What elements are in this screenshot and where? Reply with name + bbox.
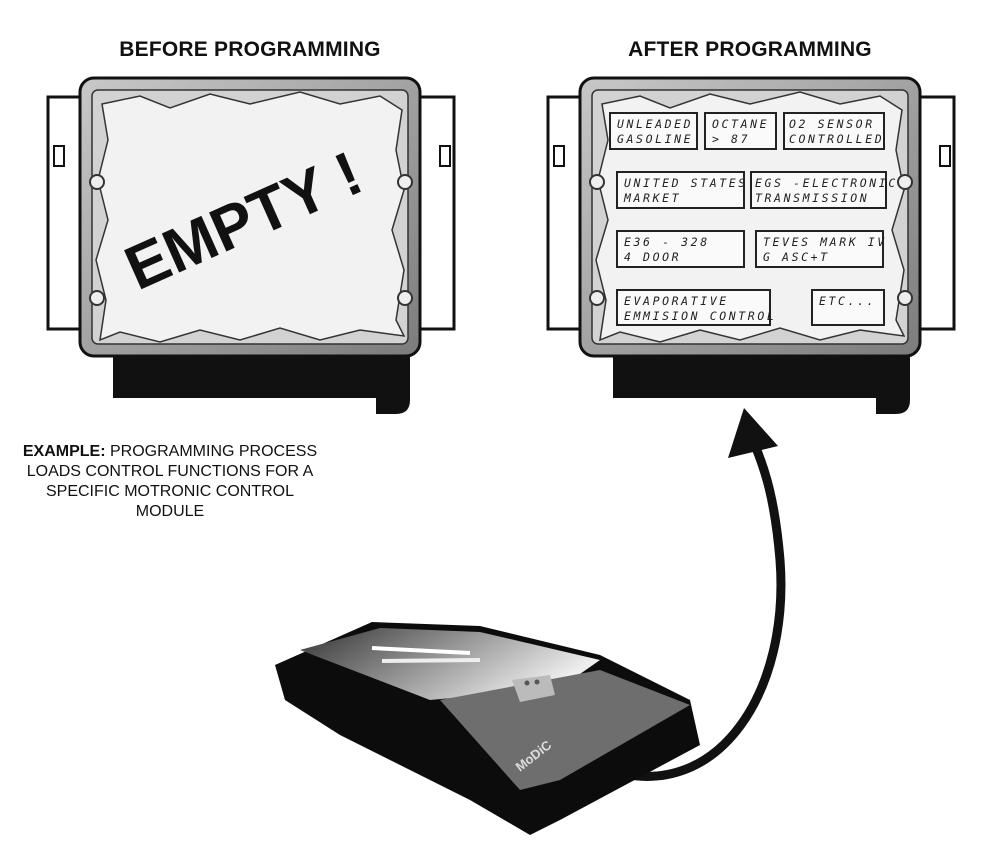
caption-bold: EXAMPLE: — [22, 443, 106, 460]
programming-arrow — [613, 446, 786, 781]
example-caption: EXAMPLE: PROGRAMMING PROCESS LOADS CONTR… — [20, 442, 320, 522]
label-line: E36 - 328 — [624, 235, 710, 249]
label-line: TRANSMISSION — [755, 191, 870, 205]
label-octane: OCTANE> 87 — [704, 112, 777, 150]
label-line: EVAPORATIVE — [624, 294, 729, 308]
label-line: G ASC+T — [763, 250, 830, 264]
label-etc: ETC... — [811, 289, 885, 326]
label-line: 4 DOOR — [624, 250, 682, 264]
label-line: MARKET — [624, 191, 682, 205]
label-line: OCTANE — [712, 117, 770, 131]
after-title: AFTER PROGRAMMING — [628, 38, 872, 61]
programmer-device: MoDiC — [275, 622, 700, 835]
label-line: UNITED STATES — [624, 176, 748, 190]
label-line: ETC... — [819, 294, 877, 308]
label-line: UNLEADED — [617, 117, 694, 131]
arrow-head-icon — [728, 408, 778, 458]
label-line: O2 SENSOR — [789, 117, 875, 131]
label-line: > 87 — [712, 132, 751, 146]
caption-text: PROGRAMMING PROCESS LOADS CONTROL FUNCTI… — [26, 443, 318, 520]
label-line: EMMISION CONTROL — [624, 309, 777, 323]
label-line: EGS -ELECTRONIC — [755, 176, 898, 190]
label-line: CONTROLLED — [789, 132, 885, 146]
before-title: BEFORE PROGRAMMING — [119, 38, 381, 61]
label-line: GASOLINE — [617, 132, 694, 146]
label-line: TEVES MARK IV — [763, 235, 887, 249]
